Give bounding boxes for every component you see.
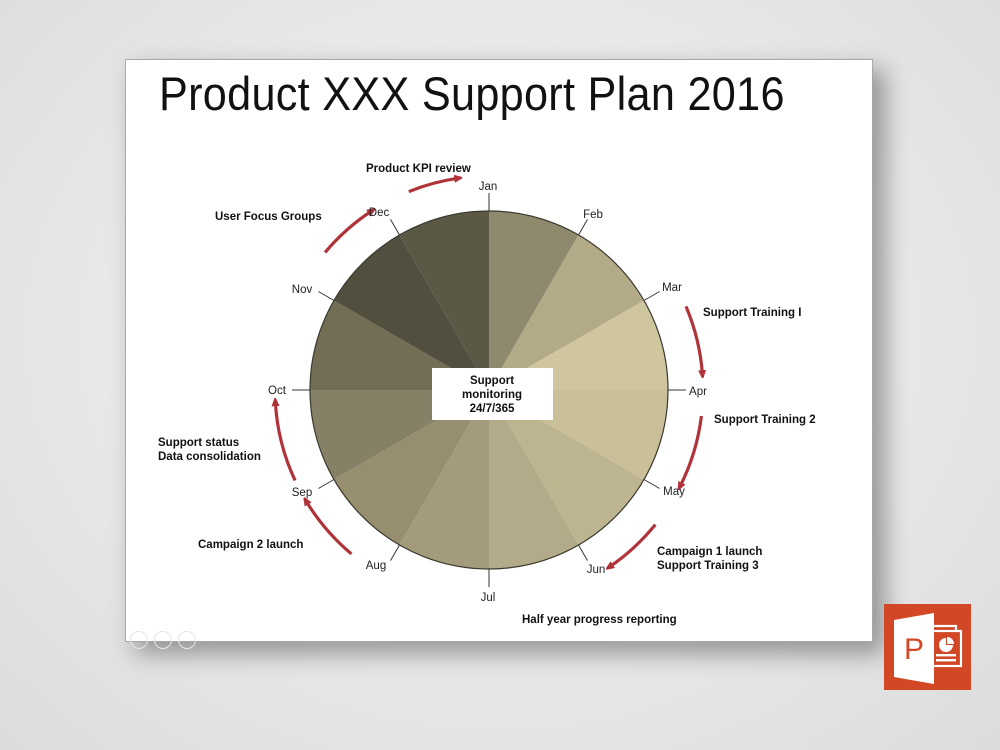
tick-sep (318, 479, 335, 489)
month-ticks (292, 193, 686, 587)
timeline-arrow-icon (408, 178, 459, 194)
month-label-mar: Mar (662, 282, 682, 294)
wedge-jul (399, 390, 489, 569)
annotation-user-focus-groups: User Focus Groups (215, 211, 322, 223)
tick-feb (578, 219, 588, 236)
wedge-nov (333, 234, 489, 390)
month-label-aug: Aug (366, 560, 386, 572)
month-label-sep: Sep (292, 487, 312, 499)
annotation-kpi-review: Product KPI review (366, 163, 471, 175)
center-label-box (432, 368, 553, 420)
powerpoint-app-icon: P (884, 604, 971, 690)
timeline-arrows (275, 178, 702, 567)
annotation-support-training-1: Support Training I (703, 307, 801, 319)
tick-jun (578, 544, 588, 561)
timeline-arrow-icon (306, 500, 353, 556)
annotation-support-status: Support status (158, 437, 239, 449)
tick-may (643, 479, 660, 489)
slideshow-nav-controls (130, 631, 196, 649)
wedge-aug (333, 390, 489, 546)
timeline-arrow-icon (684, 305, 702, 375)
month-label-apr: Apr (689, 386, 707, 398)
month-label-jun: Jun (587, 564, 606, 576)
month-label-dec: Dec (369, 207, 390, 219)
timeline-arrow-icon (609, 523, 657, 568)
month-label-nov: Nov (292, 284, 313, 296)
month-label-jan: Jan (479, 181, 498, 193)
tick-aug (390, 544, 400, 561)
wedge-oct (310, 300, 489, 390)
center-label-line1: Support (470, 375, 514, 387)
timeline-arrow-icon (680, 415, 703, 487)
annotation-campaign-1-launch: Campaign 1 launch (657, 546, 762, 558)
month-label-feb: Feb (583, 209, 603, 221)
center-label-line2: monitoring (462, 389, 522, 401)
month-label-oct: Oct (268, 385, 287, 397)
center-label-line3: 24/7/365 (470, 403, 515, 415)
slide-title: Product XXX Support Plan 2016 (159, 67, 785, 120)
month-wedges (310, 211, 668, 569)
slide-menu-icon[interactable] (178, 631, 196, 649)
pen-tool-icon[interactable] (154, 631, 172, 649)
annotation-data-consolidation: Data consolidation (158, 451, 261, 463)
annotation-half-year-reporting: Half year progress reporting (522, 614, 677, 626)
wedge-feb (489, 234, 645, 390)
month-label-may: May (663, 486, 685, 498)
wedge-mar (489, 300, 668, 390)
annotation-campaign-2-launch: Campaign 2 launch (198, 539, 303, 551)
wedge-may (489, 390, 645, 546)
timeline-arrow-icon (323, 211, 372, 254)
tick-nov (318, 291, 335, 301)
tick-dec (390, 219, 400, 236)
tick-mar (643, 291, 660, 301)
annotation-support-training-3: Support Training 3 (657, 560, 759, 572)
wedge-dec (399, 211, 489, 390)
annotation-support-training-2: Support Training 2 (714, 414, 816, 426)
powerpoint-letter: P (904, 633, 924, 666)
wedge-jan (489, 211, 579, 390)
timeline-arrow-icon (275, 401, 297, 482)
wedge-jun (489, 390, 579, 569)
month-label-jul: Jul (481, 592, 496, 604)
prev-slide-icon[interactable] (130, 631, 148, 649)
